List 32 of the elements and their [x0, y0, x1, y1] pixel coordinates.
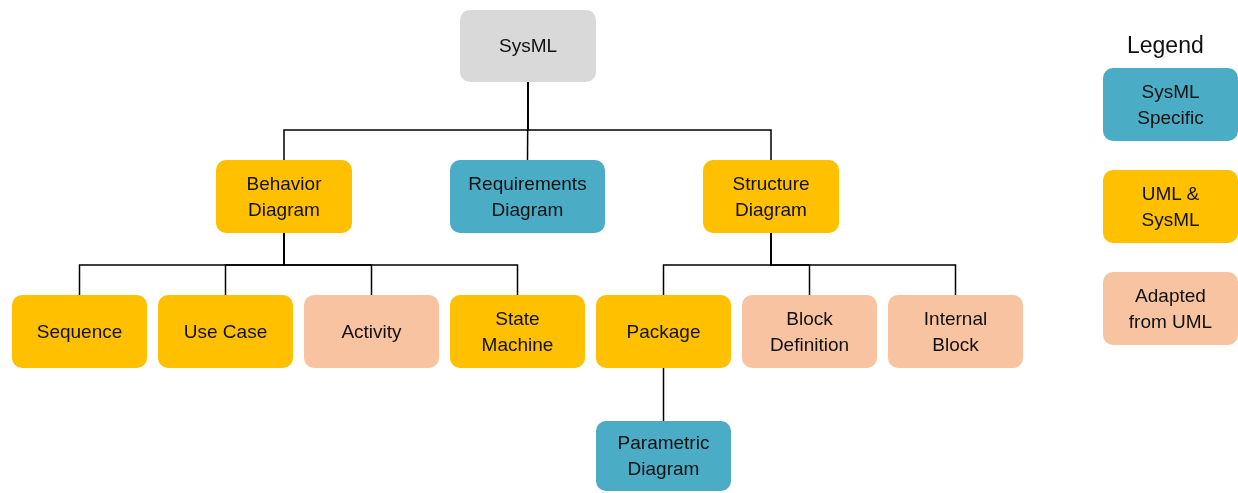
node-label: Parametric Diagram	[616, 431, 711, 481]
node-label: SysML	[498, 34, 558, 58]
diagram-type-box	[158, 295, 293, 368]
node-label: Internal Block	[922, 306, 989, 357]
connector-line	[527, 81, 772, 161]
connector-line	[283, 232, 519, 296]
diagram-type-box	[596, 421, 731, 491]
legend-title: Legend	[1127, 32, 1204, 59]
legend-text: SysML Specific	[1136, 79, 1205, 130]
diagram-type-box	[304, 295, 439, 368]
diagram-type-box	[450, 295, 585, 368]
node-label: Block Definition	[768, 306, 851, 357]
node-label: Package	[626, 319, 701, 344]
diagram-type-box	[12, 295, 147, 368]
legend-text: UML & SysML	[1140, 181, 1201, 232]
node-label: Behavior Diagram	[245, 171, 323, 222]
node-label: Structure Diagram	[731, 171, 811, 222]
node-label: State Machine	[480, 306, 555, 357]
root-box	[460, 10, 596, 82]
diagram-type-box	[888, 295, 1023, 368]
node-label: Sequence	[36, 319, 123, 344]
node-label: Activity	[341, 319, 402, 344]
diagram-type-box	[703, 160, 839, 233]
connector-line	[662, 367, 665, 422]
connector-line	[770, 232, 957, 296]
node-label: Requirements Diagram	[467, 171, 588, 222]
diagram-type-box	[596, 295, 731, 368]
diagram-type-box	[742, 295, 877, 368]
diagram-type-box	[450, 160, 605, 233]
node-label: Use Case	[183, 319, 268, 344]
legend-text: Adapted from UML	[1127, 283, 1214, 334]
diagram-type-box	[216, 160, 352, 233]
